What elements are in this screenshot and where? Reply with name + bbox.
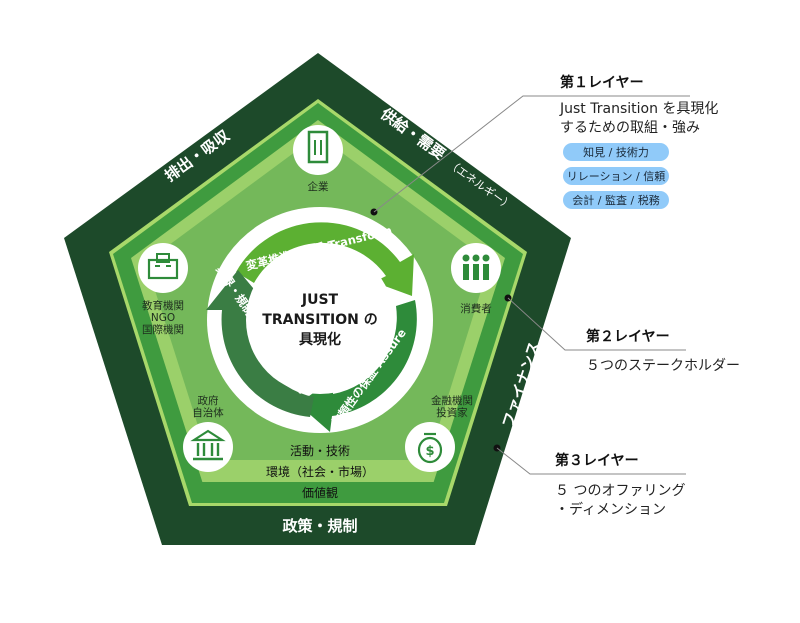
svg-text:$: $ [425,444,434,459]
layer2-body: ５つのステークホルダー [586,358,740,374]
layer3-body-2: ・ディメンション [555,501,666,518]
label-finance-2: 投資家 [436,406,468,419]
label-government-1: 政府 [198,394,219,407]
layer-activity: 活動・技術 [290,444,350,458]
center-line1: JUST [301,292,339,308]
money-bag-icon: $ [405,422,455,472]
pill-knowledge: 知見 / 技術力 [563,143,669,161]
center-circle [246,246,394,394]
layer-environment: 環境（社会・市場） [266,464,374,479]
svg-text:知見 / 技術力: 知見 / 技術力 [583,145,649,159]
center-line3: 具現化 [298,331,341,348]
label-consumer: 消費者 [460,302,492,315]
government-icon [183,422,233,472]
pill-accounting: 会計 / 監査 / 税務 [563,191,669,209]
band-label-policy: 政策・規制 [282,517,357,535]
layer-values: 価値観 [302,485,338,500]
label-finance-1: 金融機関 [431,394,473,407]
company-icon [293,125,343,175]
layer-band-values [195,482,441,502]
label-education-2: NGO [151,312,175,324]
arrow-rule-make [206,270,314,417]
svg-text:リレーション / 信頼: リレーション / 信頼 [567,170,665,183]
layer3-body-1: ５ つのオファリング [555,483,685,499]
label-education-3: 国際機関 [142,323,184,336]
layer2-title: 第２レイヤー [586,328,670,345]
layer-band-activity [200,440,432,460]
connector-layer1 [370,95,690,216]
layer1-body-1: Just Transition を具現化 [559,101,718,117]
svg-text:会計 / 監査 / 税務: 会計 / 監査 / 税務 [572,193,659,207]
school-icon [138,243,188,293]
arrow-transform [236,222,414,296]
label-government-2: 自治体 [192,406,224,419]
arrow-assure [298,300,417,432]
pill-relation: リレーション / 信頼 [563,167,669,185]
connector-layer3 [493,444,686,475]
layer1-body-2: するための取組・強み [560,120,700,136]
label-education-1: 教育機関 [142,299,184,312]
layer1-title: 第１レイヤー [560,74,644,91]
consumer-icon [451,243,501,293]
label-company: 企業 [308,180,329,193]
center-line2: TRANSITION の [262,312,377,328]
connector-layer2 [504,294,686,351]
layer3-title: 第３レイヤー [555,452,639,469]
layer-band-environment [205,460,431,482]
